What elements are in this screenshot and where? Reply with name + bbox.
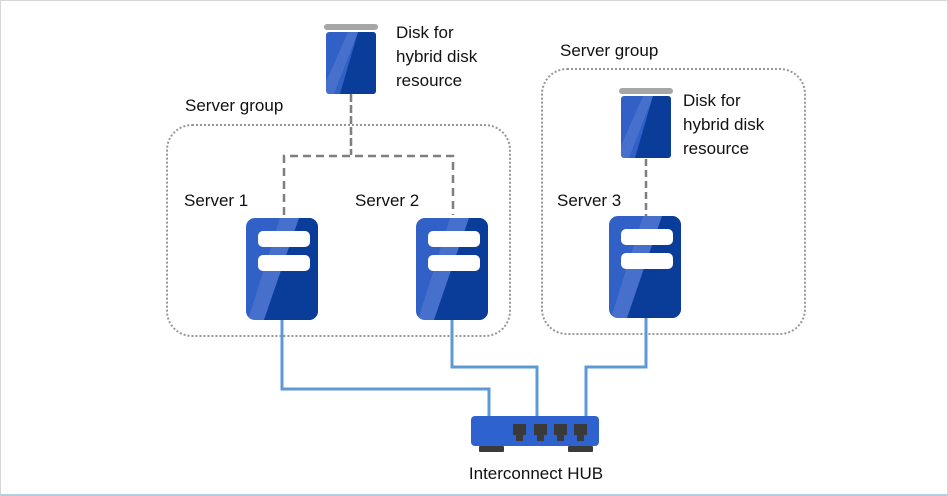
server1-hub-cable xyxy=(280,319,491,418)
external-disk-label: Disk for hybrid disk resource xyxy=(396,23,478,90)
server-group-right-label: Server group xyxy=(560,41,659,60)
server2-hub-cable xyxy=(450,319,539,418)
hub-port-icons xyxy=(513,424,587,441)
server-group-left-label: Server group xyxy=(185,96,284,115)
server3-label: Server 3 xyxy=(557,191,622,210)
server-group-box-left xyxy=(166,124,511,337)
disk-share-bracket-line xyxy=(282,154,455,215)
external-disk-icon xyxy=(326,32,376,94)
server1-label: Server 1 xyxy=(184,191,249,210)
hub-label: Interconnect HUB xyxy=(468,464,604,483)
group-disk-icon xyxy=(621,96,671,158)
server3-hub-cable xyxy=(584,317,648,418)
group-disk-cap xyxy=(619,88,673,94)
server1-icon xyxy=(246,218,318,320)
server2-icon xyxy=(416,218,488,320)
hub-icon xyxy=(471,416,599,452)
server2-label: Server 2 xyxy=(355,191,420,210)
server-group-box-right xyxy=(541,68,806,335)
external-disk-cap xyxy=(324,24,378,30)
server3-icon xyxy=(609,216,681,318)
group-disk-label: Disk for hybrid disk resource xyxy=(683,91,765,158)
